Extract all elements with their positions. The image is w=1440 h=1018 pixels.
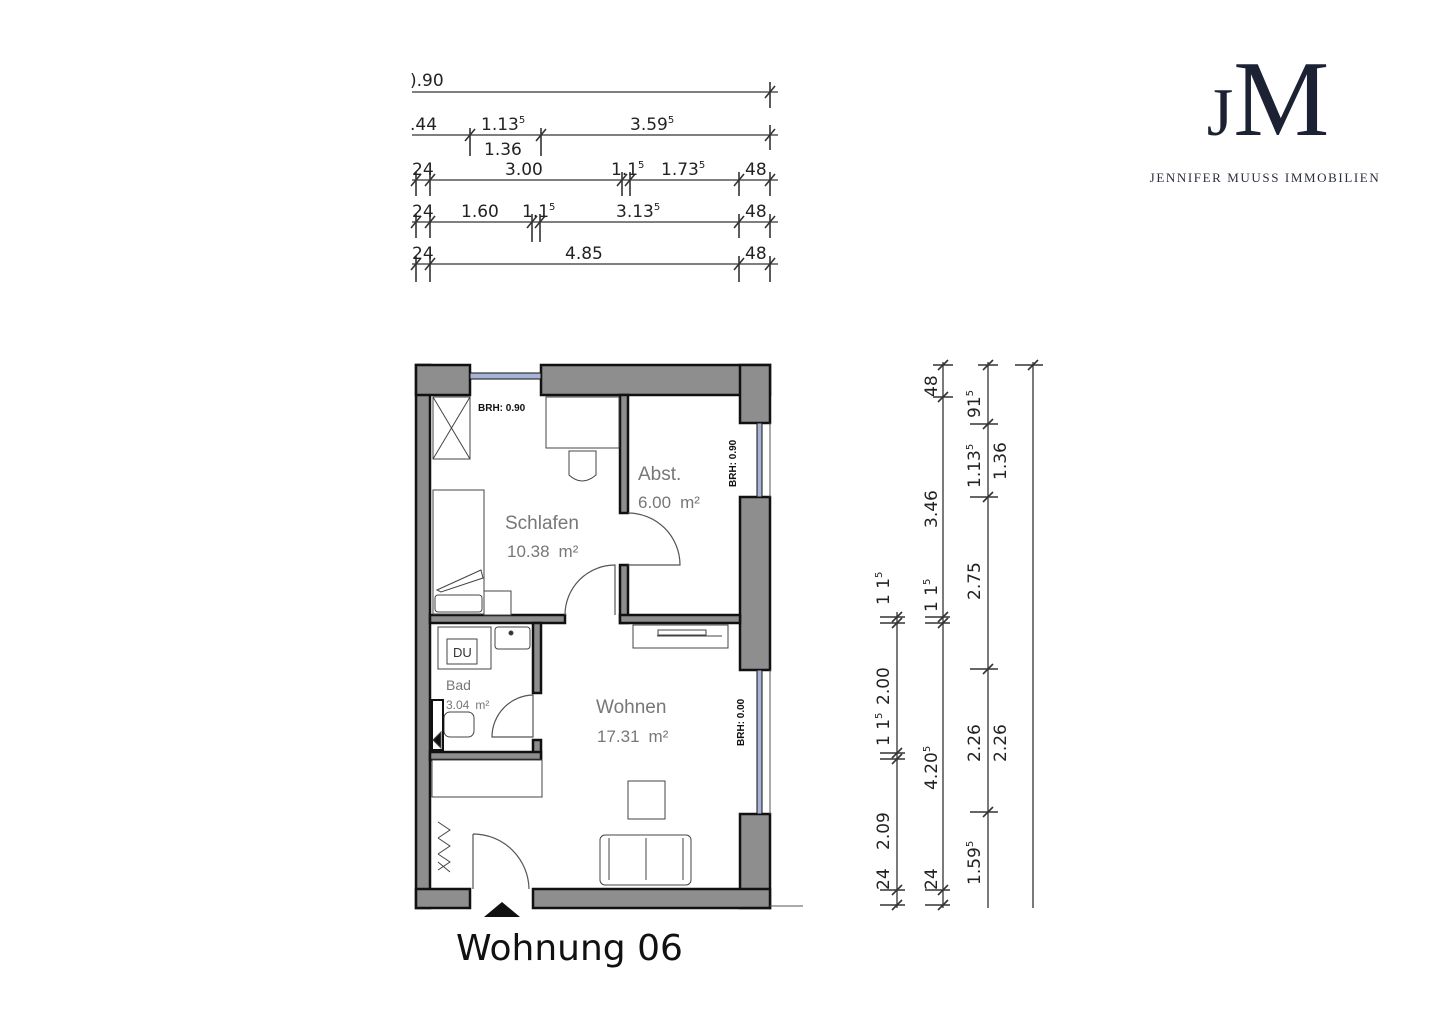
svg-text:4.205: 4.205 [922, 746, 942, 790]
svg-text:.44: .44 [410, 115, 437, 135]
top-dimension-labels: ).90 .44 1.135 1.36 3.595 24 3.00 1.15 1… [410, 71, 767, 264]
right-dimension-labels: 1 15 2.00 1 15 2.09 24 48 3.46 1 15 4.20… [874, 375, 1011, 890]
svg-text:3.595: 3.595 [630, 115, 674, 135]
doors [472, 512, 681, 890]
brand-monogram: JM [1206, 40, 1330, 159]
brand-name: JENNIFER MUUSS IMMOBILIEN [1149, 170, 1381, 185]
svg-text:48: 48 [922, 375, 942, 397]
windows [469, 372, 771, 815]
walls [414, 363, 772, 910]
svg-text:48: 48 [745, 160, 767, 180]
room-name-bad: Bad [446, 677, 471, 693]
coat-rack [437, 821, 451, 873]
svg-text:1.15: 1.15 [611, 160, 644, 180]
room-area-abst: 6.00 [638, 493, 671, 512]
bed [432, 489, 485, 615]
svg-text:48: 48 [745, 244, 767, 264]
svg-text:1.135: 1.135 [965, 444, 985, 488]
svg-text:1.595: 1.595 [965, 841, 985, 885]
svg-text:1.60: 1.60 [461, 202, 499, 222]
sink [494, 626, 531, 650]
svg-text:2.75: 2.75 [965, 562, 985, 600]
svg-text:1 15: 1 15 [874, 713, 894, 746]
svg-text:1.735: 1.735 [661, 160, 705, 180]
door-entrance [472, 833, 530, 890]
svg-text:915: 915 [965, 390, 985, 418]
svg-text:1.15: 1.15 [522, 202, 555, 222]
window-wohnen [756, 669, 763, 815]
top-dimension-chain [410, 82, 778, 282]
svg-text:2.09: 2.09 [874, 812, 894, 850]
svg-text:3.46: 3.46 [922, 490, 942, 528]
svg-text:2.26: 2.26 [965, 724, 985, 762]
right-dimension-chain [880, 359, 1043, 911]
furniture [431, 396, 729, 886]
desk [545, 396, 620, 449]
window-schlafen [469, 372, 542, 380]
brh-abst: BRH: 0.90 [728, 439, 739, 487]
chair [568, 450, 597, 482]
door-abst [627, 512, 681, 566]
svg-text:48: 48 [745, 202, 767, 222]
room-area-bad: 3.04 [446, 698, 470, 712]
svg-text:24: 24 [874, 868, 894, 890]
brh-schlafen: BRH: 0.90 [478, 403, 526, 414]
room-name-abst: Abst. [638, 464, 681, 485]
toilet [443, 711, 475, 738]
entrance-triangle-icon [484, 902, 520, 917]
room-area-schlafen: 10.38 [507, 542, 550, 561]
window-abst [756, 422, 763, 498]
door-bad [491, 694, 534, 738]
svg-text:).90: ).90 [410, 71, 444, 91]
unit-title: Wohnung 06 [456, 928, 683, 969]
room-area-wohnen: 17.31 [597, 727, 640, 746]
svg-text:2.00: 2.00 [874, 667, 894, 705]
svg-text:1.135: 1.135 [481, 115, 525, 135]
door-schlafen [564, 564, 616, 616]
coffee-table [627, 780, 666, 820]
svg-text:1 15: 1 15 [922, 579, 942, 612]
svg-text:24: 24 [412, 202, 434, 222]
nightstand [483, 590, 512, 616]
shower-label: DU [453, 645, 472, 660]
room-name-schlafen: Schlafen [505, 513, 579, 534]
svg-text:3.00: 3.00 [505, 160, 543, 180]
brh-wohnen: BRH: 0.00 [736, 698, 747, 746]
svg-text:3.135: 3.135 [616, 202, 660, 222]
svg-text:24: 24 [412, 160, 434, 180]
svg-text:4.85: 4.85 [565, 244, 603, 264]
svg-text:24: 24 [412, 244, 434, 264]
tv [657, 629, 707, 636]
room-name-wohnen: Wohnen [596, 697, 666, 718]
svg-text:1 15: 1 15 [874, 572, 894, 605]
svg-text:2.26: 2.26 [991, 724, 1011, 762]
hall-shelf [431, 759, 543, 798]
svg-text:24: 24 [922, 868, 942, 890]
svg-text:1.36: 1.36 [991, 442, 1011, 480]
brand-logo: JM JENNIFER MUUSS IMMOBILIEN [1120, 40, 1410, 186]
svg-text:1.36: 1.36 [484, 140, 522, 160]
